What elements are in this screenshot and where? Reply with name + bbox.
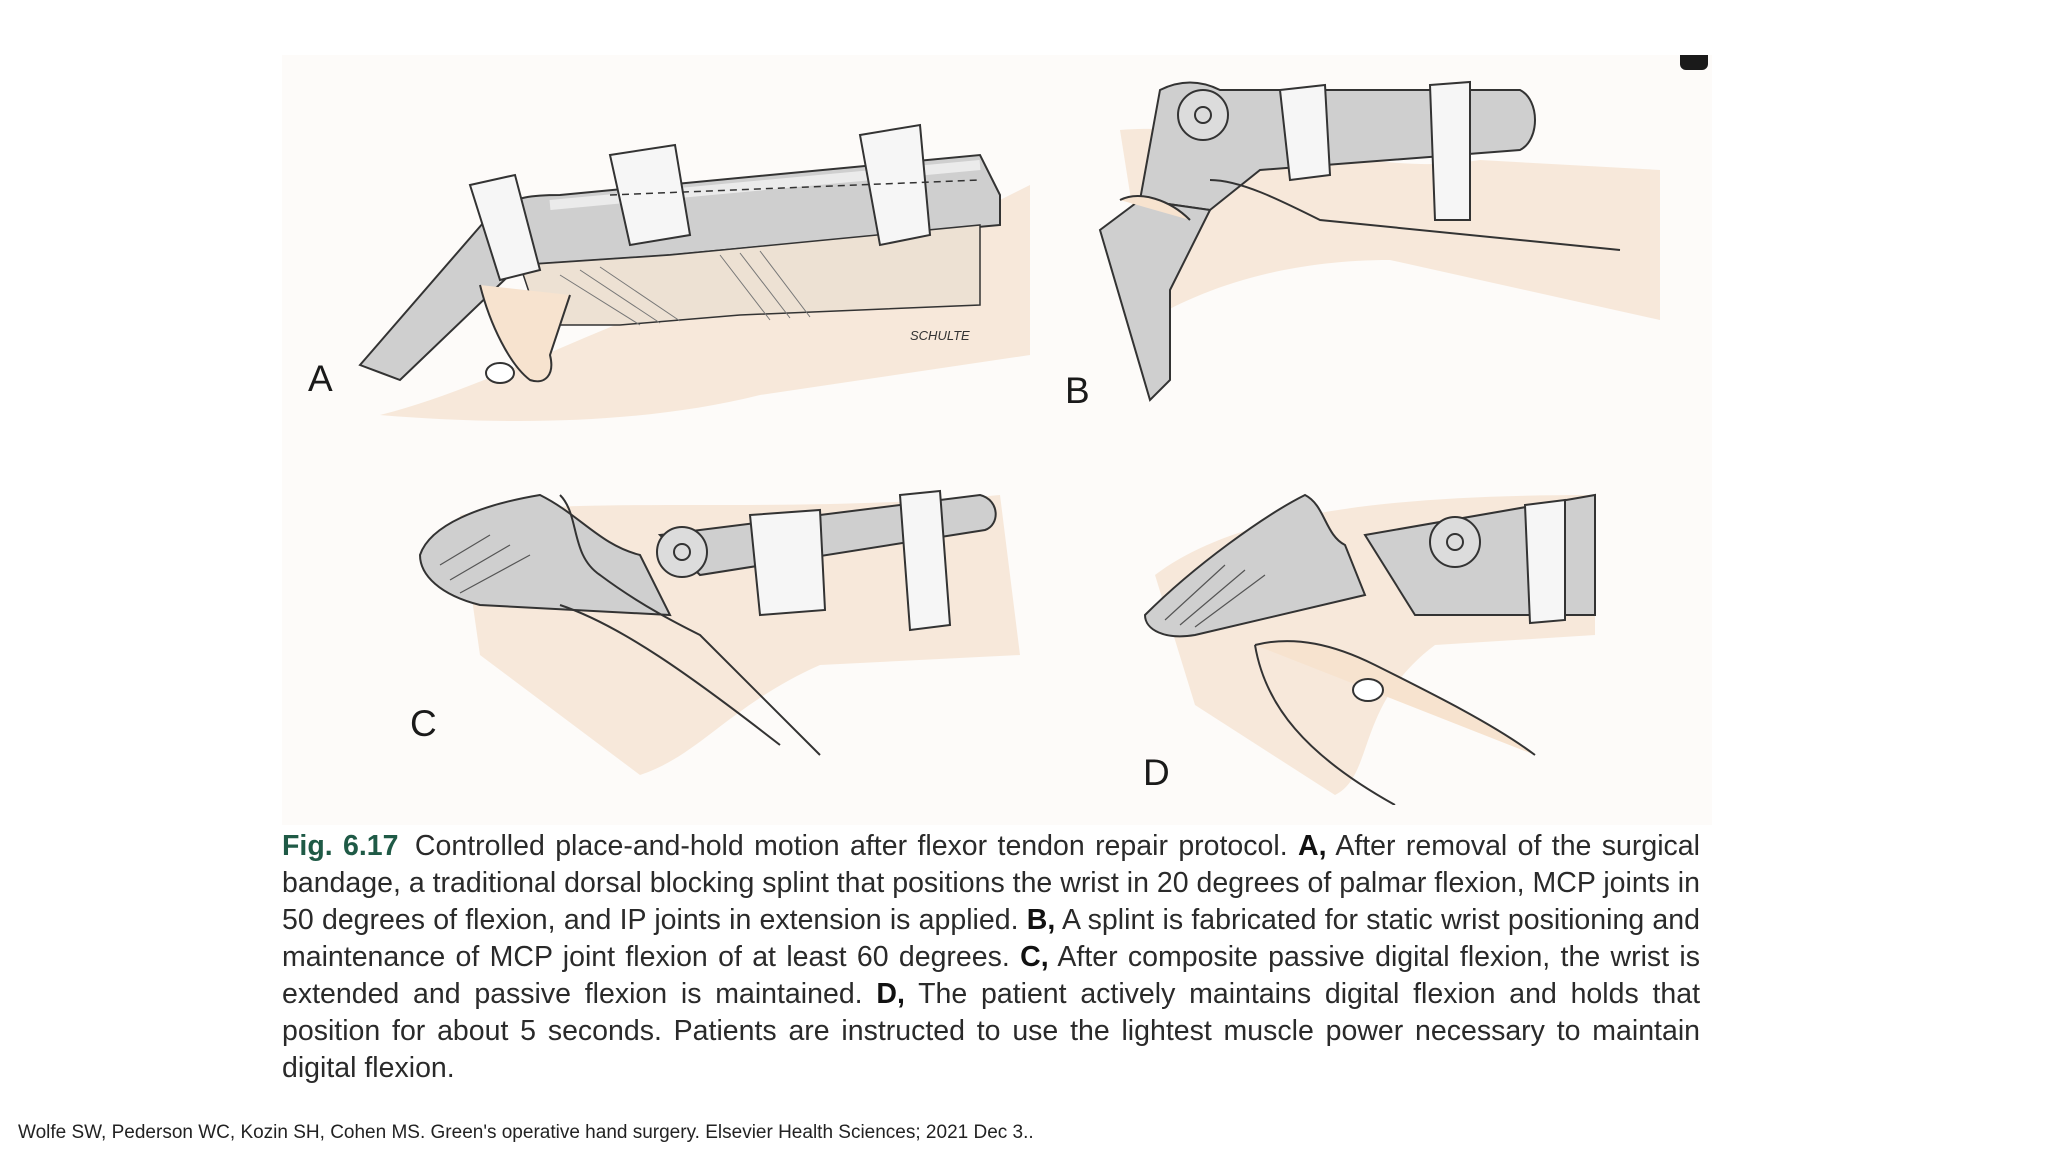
figure-caption: Fig. 6.17 Controlled place-and-hold moti… [282,828,1700,1087]
panel-label-b: B [1065,370,1090,411]
panel-label-c: C [410,703,437,744]
panel-label-a: A [308,358,333,399]
panel-c-illustration [400,455,1060,785]
caption-label-d: D, [876,978,905,1010]
caption-text-d: The patient actively maintains digital f… [282,978,1700,1084]
splint-a-drawing: SCHULTE [358,123,1030,421]
caption-label-b: B, [1026,904,1056,936]
splint-c-drawing [418,489,1020,775]
artist-signature: SCHULTE [910,328,970,343]
panel-a-illustration: SCHULTE [340,95,1030,435]
caption-label-c: C, [1020,941,1049,973]
caption-intro: Controlled place-and-hold motion after f… [414,830,1288,862]
splint-b-drawing [1098,80,1660,402]
caption-text-b: A splint is fabricated for static wrist … [282,904,1700,973]
caption-text-c: After composite passive digital flexion,… [282,941,1700,1010]
panel-label-d: D [1143,752,1170,793]
corner-mark [1680,55,1708,70]
figure-number: Fig. 6.17 [282,830,399,862]
caption-text-a: After removal of the surgical bandage, a… [282,830,1700,936]
caption-label-a: A, [1298,830,1327,862]
source-citation: Wolfe SW, Pederson WC, Kozin SH, Cohen M… [18,1122,1034,1143]
panel-d-illustration [1135,455,1615,805]
panel-b-illustration [1060,60,1670,420]
splint-d-drawing [1143,493,1596,805]
